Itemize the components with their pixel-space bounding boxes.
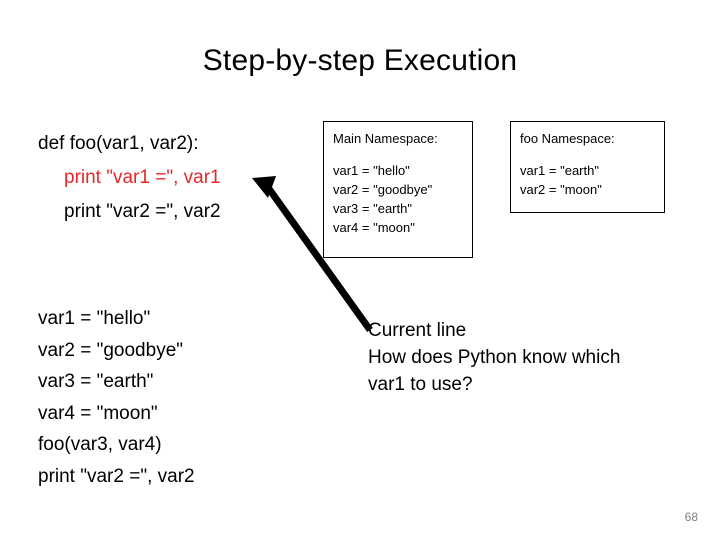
annotation-line-question-2: var1 to use? [368,374,473,395]
page-number: 68 [684,510,698,524]
namespace-entry: var3 = "earth" [333,201,412,216]
foo-namespace-title: foo Namespace: [520,131,615,146]
program-listing: var1 = "hello" var2 = "goodbye" var3 = "… [38,303,195,492]
namespace-entry: var1 = "hello" [333,163,410,178]
namespace-entry: var1 = "earth" [520,163,599,178]
foo-namespace-entries: var1 = "earth" var2 = "moon" [511,147,664,199]
main-namespace-box: Main Namespace: var1 = "hello" var2 = "g… [323,121,473,258]
namespace-entry: var2 = "moon" [520,182,602,197]
listing-line: var2 = "goodbye" [38,339,184,361]
foo-namespace-box: foo Namespace: var1 = "earth" var2 = "mo… [510,121,665,213]
annotation-text: Current line How does Python know which … [368,317,698,398]
code-line-print-var1: print "var1 =", var1 [64,167,221,188]
listing-line: var1 = "hello" [38,308,151,329]
listing-line: var3 = "earth" [38,371,154,392]
annotation-line-question-1: How does Python know which [368,347,621,368]
namespace-entry: var4 = "moon" [333,220,415,235]
function-code-block: def foo(var1, var2): print "var1 =", var… [38,127,221,229]
code-line-def: def foo(var1, var2): [38,133,199,154]
main-namespace-entries: var1 = "hello" var2 = "goodbye" var3 = "… [324,147,472,237]
listing-line: var4 = "moon" [38,402,158,424]
listing-line: foo(var3, var4) [38,434,162,455]
main-namespace-title: Main Namespace: [333,131,438,146]
code-line-print-var2: print "var2 =", var2 [64,201,221,222]
namespace-entry: var2 = "goodbye" [333,182,433,197]
annotation-line-current: Current line [368,320,467,341]
page-title: Step-by-step Execution [202,44,518,77]
listing-line: print "var2 =", var2 [38,465,195,487]
